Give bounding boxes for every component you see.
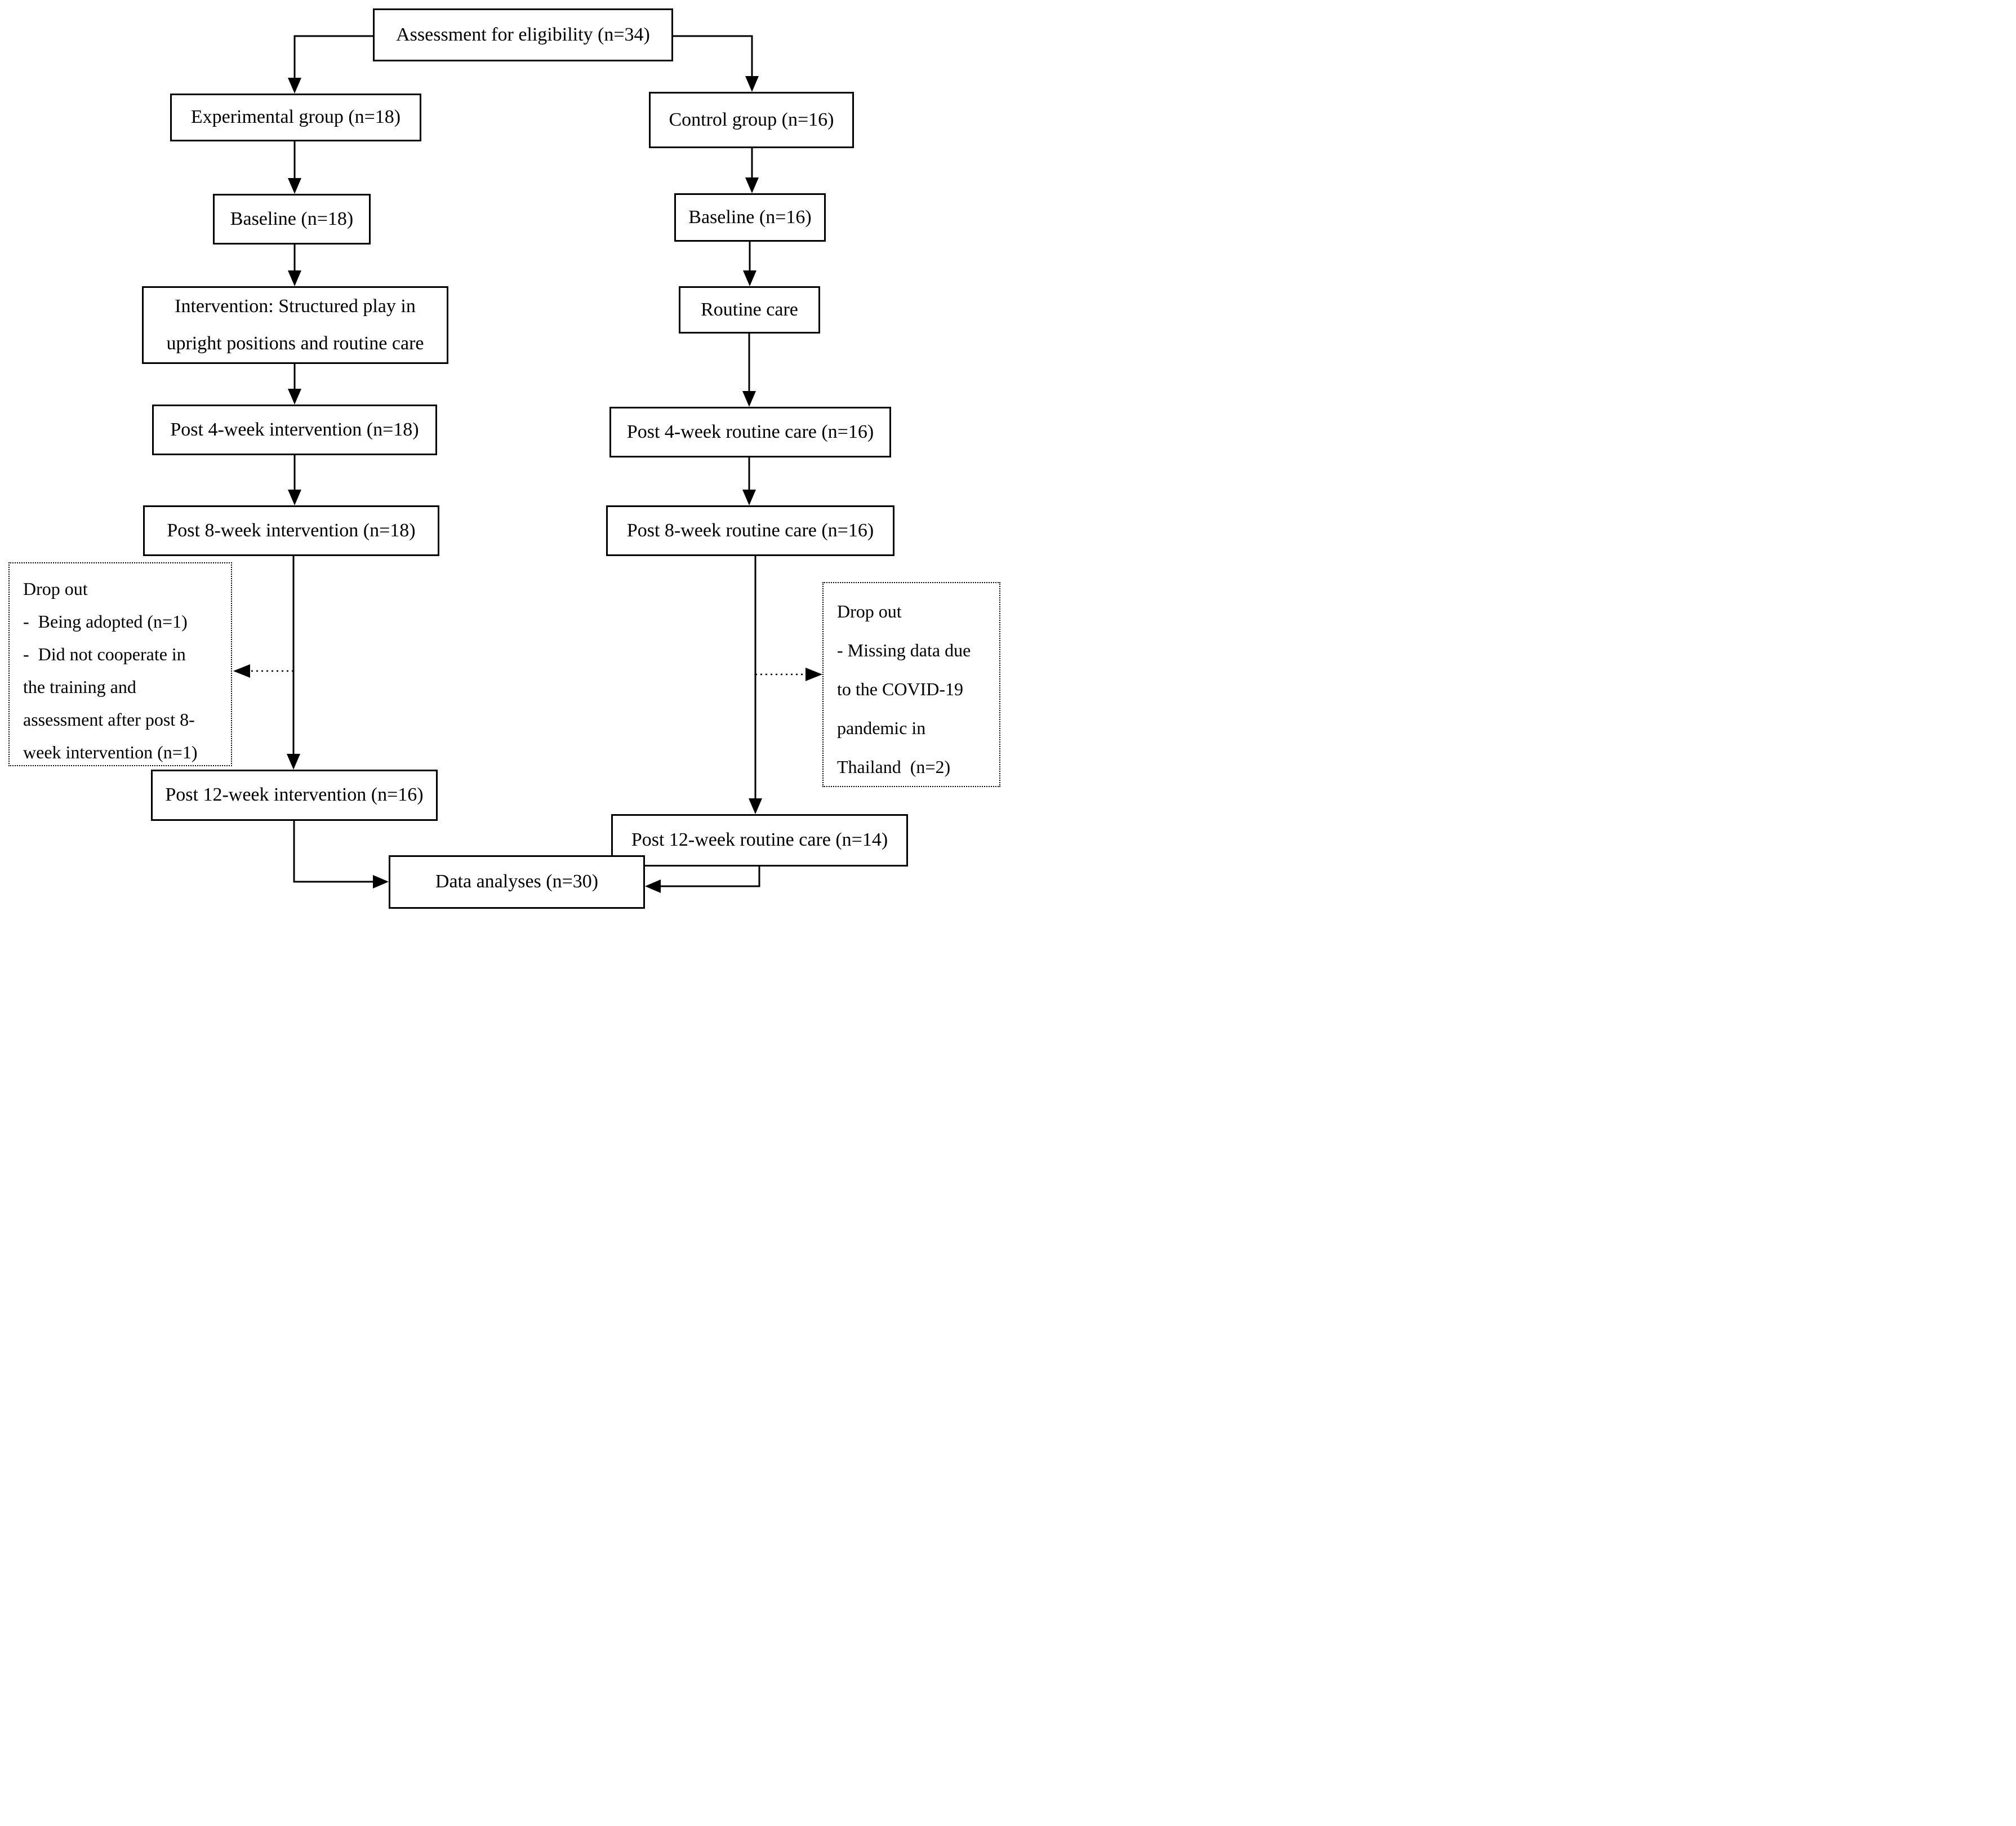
box-label: Baseline (n=16) bbox=[688, 206, 812, 228]
dashed-arrow-to-dropout-right bbox=[755, 668, 822, 681]
arrow-assessment-to-experimental bbox=[288, 35, 373, 94]
arrow-baseline-to-routine-care bbox=[743, 242, 756, 286]
dropout-line: week intervention (n=1) bbox=[23, 742, 198, 762]
box-intervention: Intervention: Structured play in upright… bbox=[142, 286, 448, 364]
arrow-post12-right-to-data-analyses bbox=[645, 867, 760, 893]
box-dropout-control: Drop out - Missing data due to the COVID… bbox=[822, 582, 1000, 787]
dropout-line: - Did not cooperate in bbox=[23, 644, 186, 664]
box-label-line1: Intervention: Structured play in bbox=[175, 296, 416, 317]
arrow-routine-care-to-post4-right bbox=[742, 334, 756, 407]
box-data-analyses: Data analyses (n=30) bbox=[389, 855, 645, 909]
arrow-experimental-to-baseline bbox=[288, 141, 301, 194]
dropout-line: Drop out bbox=[837, 601, 902, 621]
box-label: Baseline (n=18) bbox=[230, 208, 354, 229]
box-label: Post 8-week intervention (n=18) bbox=[167, 519, 416, 541]
box-label: Routine care bbox=[701, 299, 798, 320]
box-post-8-week-intervention: Post 8-week intervention (n=18) bbox=[143, 505, 439, 556]
arrow-assessment-to-control bbox=[673, 35, 759, 92]
box-label: Experimental group (n=18) bbox=[190, 106, 401, 128]
dropout-line: to the COVID-19 bbox=[837, 679, 963, 699]
arrow-intervention-to-post4-left bbox=[288, 364, 301, 405]
arrow-post8-to-post12-right bbox=[749, 556, 762, 814]
dropout-line: - Missing data due bbox=[837, 640, 971, 660]
box-dropout-experimental: Drop out - Being adopted (n=1) - Did not… bbox=[8, 562, 232, 766]
dropout-line: Thailand (n=2) bbox=[837, 757, 951, 777]
arrow-post4-to-post8-right bbox=[742, 457, 756, 505]
box-post-12-week-intervention: Post 12-week intervention (n=16) bbox=[151, 770, 438, 821]
connector-layer bbox=[233, 35, 822, 893]
arrow-control-to-baseline bbox=[745, 148, 759, 193]
arrow-post12-left-to-data-analyses bbox=[293, 821, 389, 888]
box-label: Post 12-week intervention (n=16) bbox=[165, 784, 424, 806]
flow-diagram: Assessment for eligibility (n=34) Experi… bbox=[0, 0, 1008, 913]
box-label: Post 4-week intervention (n=18) bbox=[170, 419, 419, 440]
box-assessment-eligibility: Assessment for eligibility (n=34) bbox=[373, 8, 673, 61]
dropout-line: - Being adopted (n=1) bbox=[23, 611, 188, 632]
box-label: Post 12-week routine care (n=14) bbox=[631, 829, 888, 851]
box-label: Assessment for eligibility (n=34) bbox=[396, 24, 650, 45]
box-post-12-week-routine-care: Post 12-week routine care (n=14) bbox=[611, 814, 908, 867]
box-post-4-week-intervention: Post 4-week intervention (n=18) bbox=[152, 405, 437, 455]
dropout-line: assessment after post 8- bbox=[23, 709, 195, 730]
box-label: Post 8-week routine care (n=16) bbox=[626, 519, 874, 541]
box-label: Data analyses (n=30) bbox=[435, 871, 599, 892]
dropout-line: the training and bbox=[23, 677, 136, 697]
arrow-post4-to-post8-left bbox=[288, 455, 301, 505]
box-control-group: Control group (n=16) bbox=[649, 92, 854, 148]
box-label-line2: upright positions and routine care bbox=[166, 333, 424, 354]
box-routine-care: Routine care bbox=[679, 286, 820, 334]
dropout-line: Drop out bbox=[23, 579, 88, 599]
box-post-4-week-routine-care: Post 4-week routine care (n=16) bbox=[609, 407, 891, 457]
box-experimental-group: Experimental group (n=18) bbox=[170, 94, 421, 141]
box-label: Post 4-week routine care (n=16) bbox=[626, 421, 874, 442]
dropout-line: pandemic in bbox=[837, 718, 926, 738]
dashed-arrow-to-dropout-left bbox=[233, 664, 293, 678]
box-label: Control group (n=16) bbox=[669, 109, 834, 130]
arrow-post8-to-post12-left bbox=[287, 556, 300, 770]
arrow-baseline-to-intervention bbox=[288, 245, 301, 286]
box-baseline-control: Baseline (n=16) bbox=[674, 193, 826, 242]
box-baseline-experimental: Baseline (n=18) bbox=[213, 194, 371, 245]
box-post-8-week-routine-care: Post 8-week routine care (n=16) bbox=[606, 505, 894, 556]
